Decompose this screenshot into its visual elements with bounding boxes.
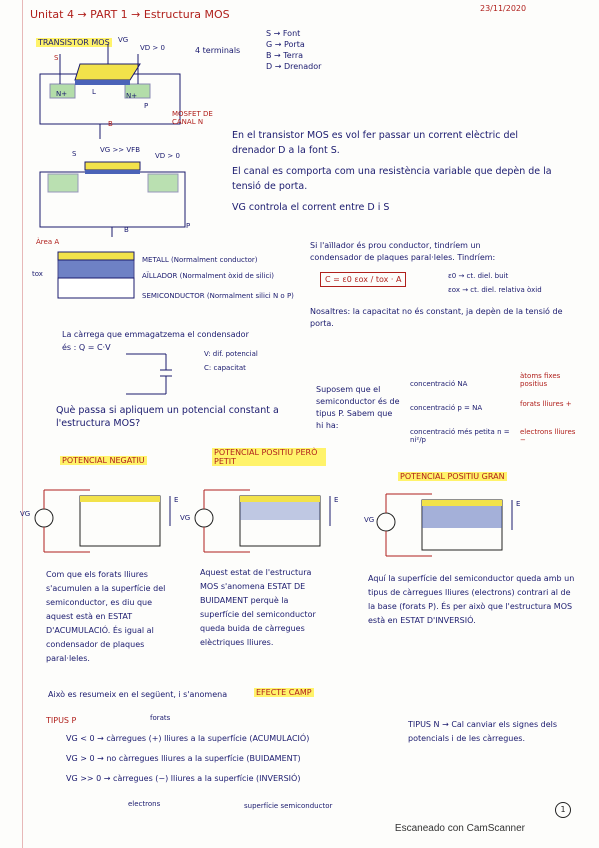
region-n-right: N+ bbox=[126, 92, 138, 100]
transistor-sketch bbox=[39, 44, 181, 139]
epsox: εox → ct. diel. relativa òxid bbox=[448, 286, 542, 294]
terminal-g: G → Porta bbox=[266, 40, 305, 49]
layer-aillador: AÏLLADOR (Normalment òxid de silici) bbox=[142, 272, 274, 280]
scanner-watermark: Escaneado con CamScanner bbox=[394, 823, 525, 834]
semi-text: Suposem que el semiconductor és de tipus… bbox=[316, 385, 400, 430]
pin-vg: VG bbox=[118, 36, 129, 44]
case-3-vg: VG bbox=[364, 516, 375, 524]
case-2-vg: VG bbox=[180, 514, 191, 522]
pin-b: B bbox=[108, 120, 113, 128]
eps0: ε0 → ct. diel. buit bbox=[448, 272, 509, 280]
terminal-b: B → Terra bbox=[266, 51, 304, 60]
tox-label: tox bbox=[32, 270, 43, 278]
channel-vd: VD > 0 bbox=[155, 152, 180, 160]
pin-vd: VD > 0 bbox=[140, 44, 165, 52]
summary-row-3: VG >> 0 → càrregues (−) lliures a la sup… bbox=[66, 774, 301, 783]
charge-line-2: és : Q = C·V bbox=[62, 343, 111, 352]
case-2-e: E bbox=[334, 496, 339, 504]
charge-v: V: dif. potencial bbox=[204, 350, 258, 358]
region-n-left: N+ bbox=[56, 90, 68, 98]
region-l: L bbox=[92, 88, 96, 96]
region-p: P bbox=[144, 102, 149, 110]
case-3-title: POTENCIAL POSITIU GRAN bbox=[398, 472, 507, 481]
charge-c: C: capacitat bbox=[204, 364, 246, 372]
summary-intro: Això es resumeix en el següent, i s'anom… bbox=[48, 690, 228, 699]
tipus-n: TIPUS N → Cal canviar els signes dels po… bbox=[408, 720, 558, 743]
channel-b: B bbox=[124, 226, 129, 234]
conc-p-note: forats lliures + bbox=[520, 400, 572, 408]
terminal-d: D → Drenador bbox=[266, 62, 322, 71]
capacitor-symbol bbox=[126, 353, 172, 395]
capacitor-conclusion: Nosaltres: la capacitat no és constant, … bbox=[310, 307, 563, 328]
note-2: El canal es comporta com una resistència… bbox=[232, 166, 552, 192]
case-3-text: Aquí la superfície del semiconductor que… bbox=[368, 574, 575, 625]
capacitor-text-2: condensador de plaques paral·leles. Tind… bbox=[310, 253, 496, 262]
terminals-list: S → Font G → Porta B → Terra D → Drenado… bbox=[266, 28, 321, 72]
channel-p: P bbox=[186, 222, 191, 230]
case-3-sketch bbox=[376, 493, 513, 557]
case-1-sketch bbox=[34, 489, 171, 553]
charge-block: La càrrega que emmagatzema el condensado… bbox=[62, 328, 249, 354]
note-1: En el transistor MOS es vol fer passar u… bbox=[232, 130, 518, 156]
page-title: Unitat 4 → PART 1 → Estructura MOS bbox=[30, 8, 230, 21]
margin-line bbox=[22, 0, 23, 848]
charge-line-1: La càrrega que emmagatzema el condensado… bbox=[62, 330, 249, 339]
layers-sketch bbox=[57, 251, 135, 299]
conc-p: concentració p = NA bbox=[410, 404, 483, 412]
label-electrons: electrons bbox=[128, 800, 161, 808]
layer-semiconductor: SEMICONDUCTOR (Normalment silici N o P) bbox=[142, 292, 294, 300]
case-3-e: E bbox=[516, 500, 521, 508]
terminal-s: S → Font bbox=[266, 29, 301, 38]
case-2-sketch bbox=[194, 489, 331, 553]
case-1-text: Com que els forats lliures s'acumulen a … bbox=[46, 570, 166, 663]
case-1-vg: VG bbox=[20, 510, 31, 518]
conc-na-note: àtoms fixes positius bbox=[520, 372, 561, 388]
channel-s: S bbox=[72, 150, 77, 158]
case-2-title: POTENCIAL POSITIU PERÒ PETIT bbox=[212, 448, 326, 466]
label-forats: forats bbox=[150, 714, 171, 722]
capacitor-text-1: Si l'aïllador és prou conductor, tindríe… bbox=[310, 241, 481, 250]
summary-effect: EFECTE CAMP bbox=[254, 688, 314, 697]
page-number: 1 bbox=[555, 802, 571, 818]
capacitor-note: Si l'aïllador és prou conductor, tindríe… bbox=[310, 240, 495, 264]
conc-n: concentració més petita n = ni²/p bbox=[410, 428, 510, 444]
notes-block-1: En el transistor MOS es vol fer passar u… bbox=[232, 128, 562, 215]
transistor-label: TRANSISTOR MOS bbox=[36, 38, 112, 47]
page-date: 23/11/2020 bbox=[480, 4, 527, 13]
terminals-note: 4 terminals bbox=[195, 46, 241, 55]
area-label: Àrea A bbox=[36, 238, 60, 246]
layer-metal: METALL (Normalment conductor) bbox=[142, 256, 258, 264]
tipus-p: TIPUS P bbox=[46, 716, 77, 725]
channel-vg: VG >> VFB bbox=[100, 146, 141, 154]
question: Què passa si apliquem un potencial const… bbox=[56, 405, 279, 429]
mosfet-label: MOSFET DE CANAL N bbox=[172, 110, 213, 126]
conc-n-note: electrons lliures − bbox=[520, 428, 576, 444]
summary-row-1: VG < 0 → càrregues (+) lliures a la supe… bbox=[66, 734, 310, 743]
case-1-title: POTENCIAL NEGATIU bbox=[60, 456, 147, 465]
label-superficie: superfície semiconductor bbox=[244, 802, 333, 810]
channel-sketch bbox=[39, 161, 186, 237]
case-1-e: E bbox=[174, 496, 179, 504]
pin-s: S bbox=[54, 54, 59, 62]
note-3: VG controla el corrent entre D i S bbox=[232, 202, 390, 213]
conc-na: concentració NA bbox=[410, 380, 468, 388]
summary-row-2: VG > 0 → no càrregues lliures a la super… bbox=[66, 754, 301, 763]
case-2-text: Aquest estat de l'estructura MOS s'anome… bbox=[200, 568, 316, 647]
formula-c: C = ε0 εox / tox · A bbox=[320, 272, 407, 287]
